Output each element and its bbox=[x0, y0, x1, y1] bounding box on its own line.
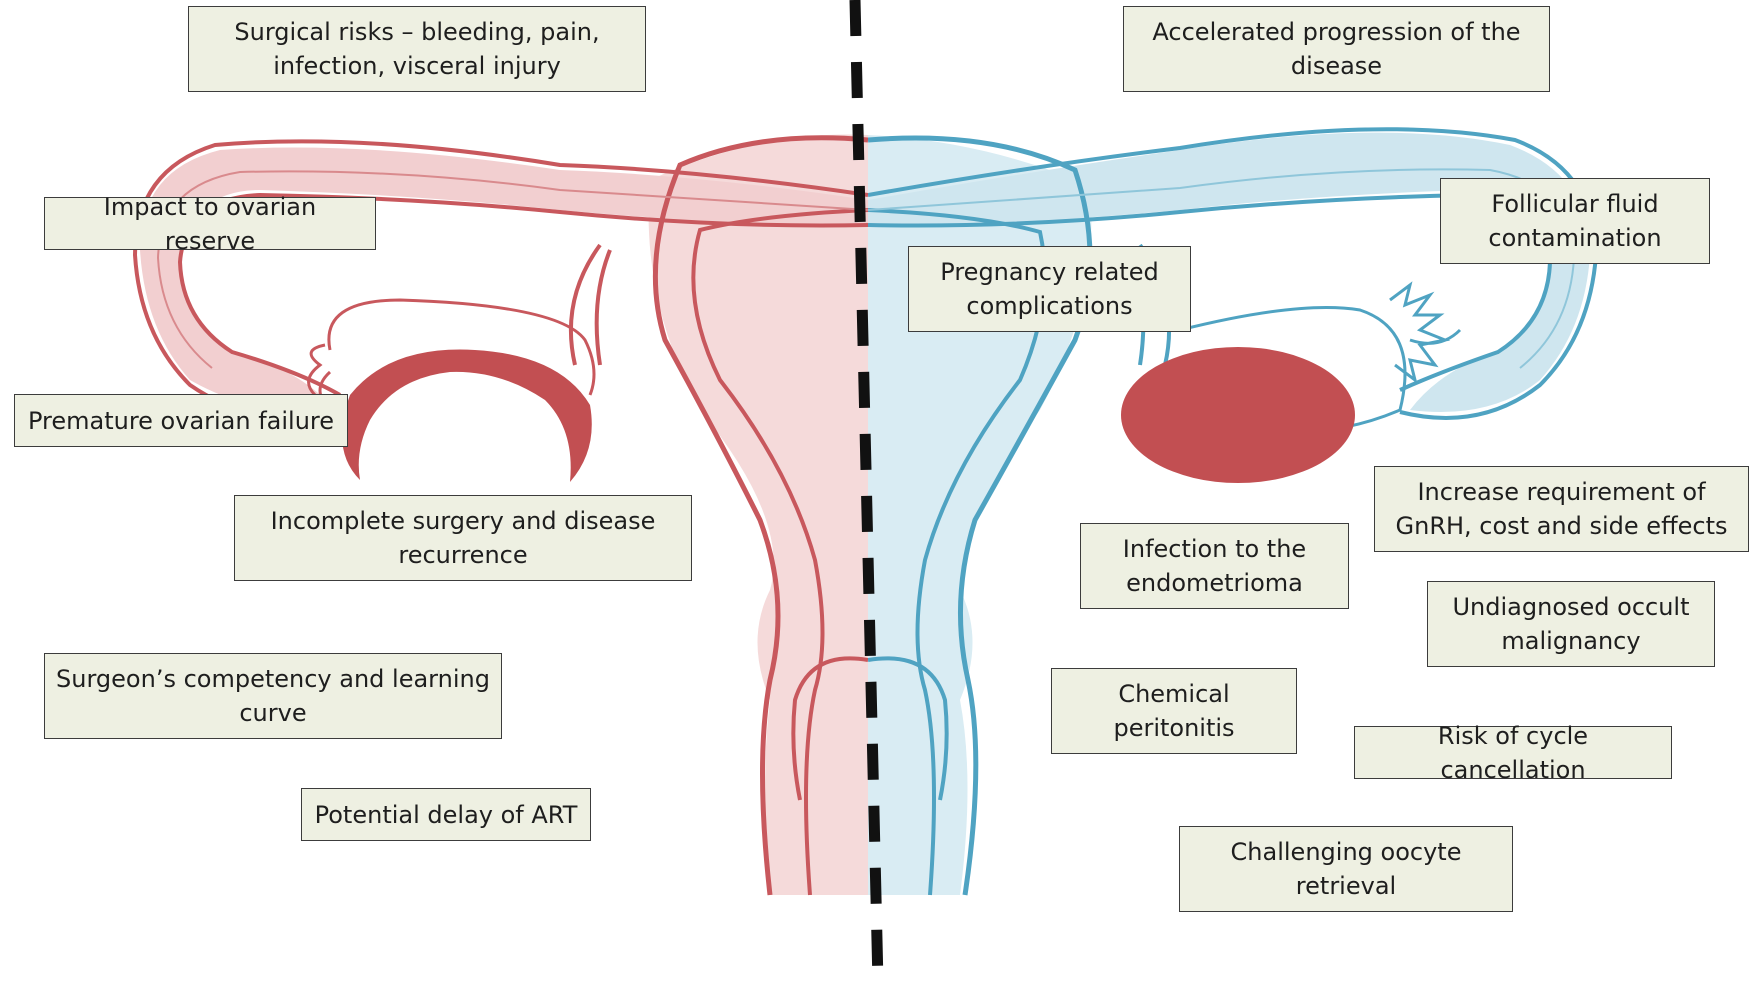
label-endometrioma-infection: Infection to the endometrioma bbox=[1080, 523, 1349, 609]
label-chemical-peritonitis: Chemical peritonitis bbox=[1051, 668, 1297, 754]
label-incomplete-surgery: Incomplete surgery and disease recurrenc… bbox=[234, 495, 692, 581]
label-gnrh-requirement: Increase requirement of GnRH, cost and s… bbox=[1374, 466, 1749, 552]
label-cycle-cancellation: Risk of cycle cancellation bbox=[1354, 726, 1672, 779]
label-pregnancy-complications: Pregnancy related complications bbox=[908, 246, 1191, 332]
left-ligament bbox=[571, 245, 610, 365]
label-oocyte-retrieval: Challenging oocyte retrieval bbox=[1179, 826, 1513, 912]
label-occult-malignancy: Undiagnosed occult malignancy bbox=[1427, 581, 1715, 667]
label-delay-art: Potential delay of ART bbox=[301, 788, 591, 841]
resected-cyst-arc bbox=[342, 350, 592, 482]
label-premature-ovarian-failure: Premature ovarian failure bbox=[14, 394, 348, 447]
right-fimbriae bbox=[1390, 285, 1460, 380]
label-surgical-risks: Surgical risks – bleeding, pain, infecti… bbox=[188, 6, 646, 92]
label-disease-progression: Accelerated progression of the disease bbox=[1123, 6, 1550, 92]
label-ovarian-reserve: Impact to ovarian reserve bbox=[44, 197, 376, 250]
label-surgeon-competency: Surgeon’s competency and learning curve bbox=[44, 653, 502, 739]
label-follicular-contamination: Follicular fluid contamination bbox=[1440, 178, 1710, 264]
endometrioma bbox=[1121, 347, 1355, 483]
